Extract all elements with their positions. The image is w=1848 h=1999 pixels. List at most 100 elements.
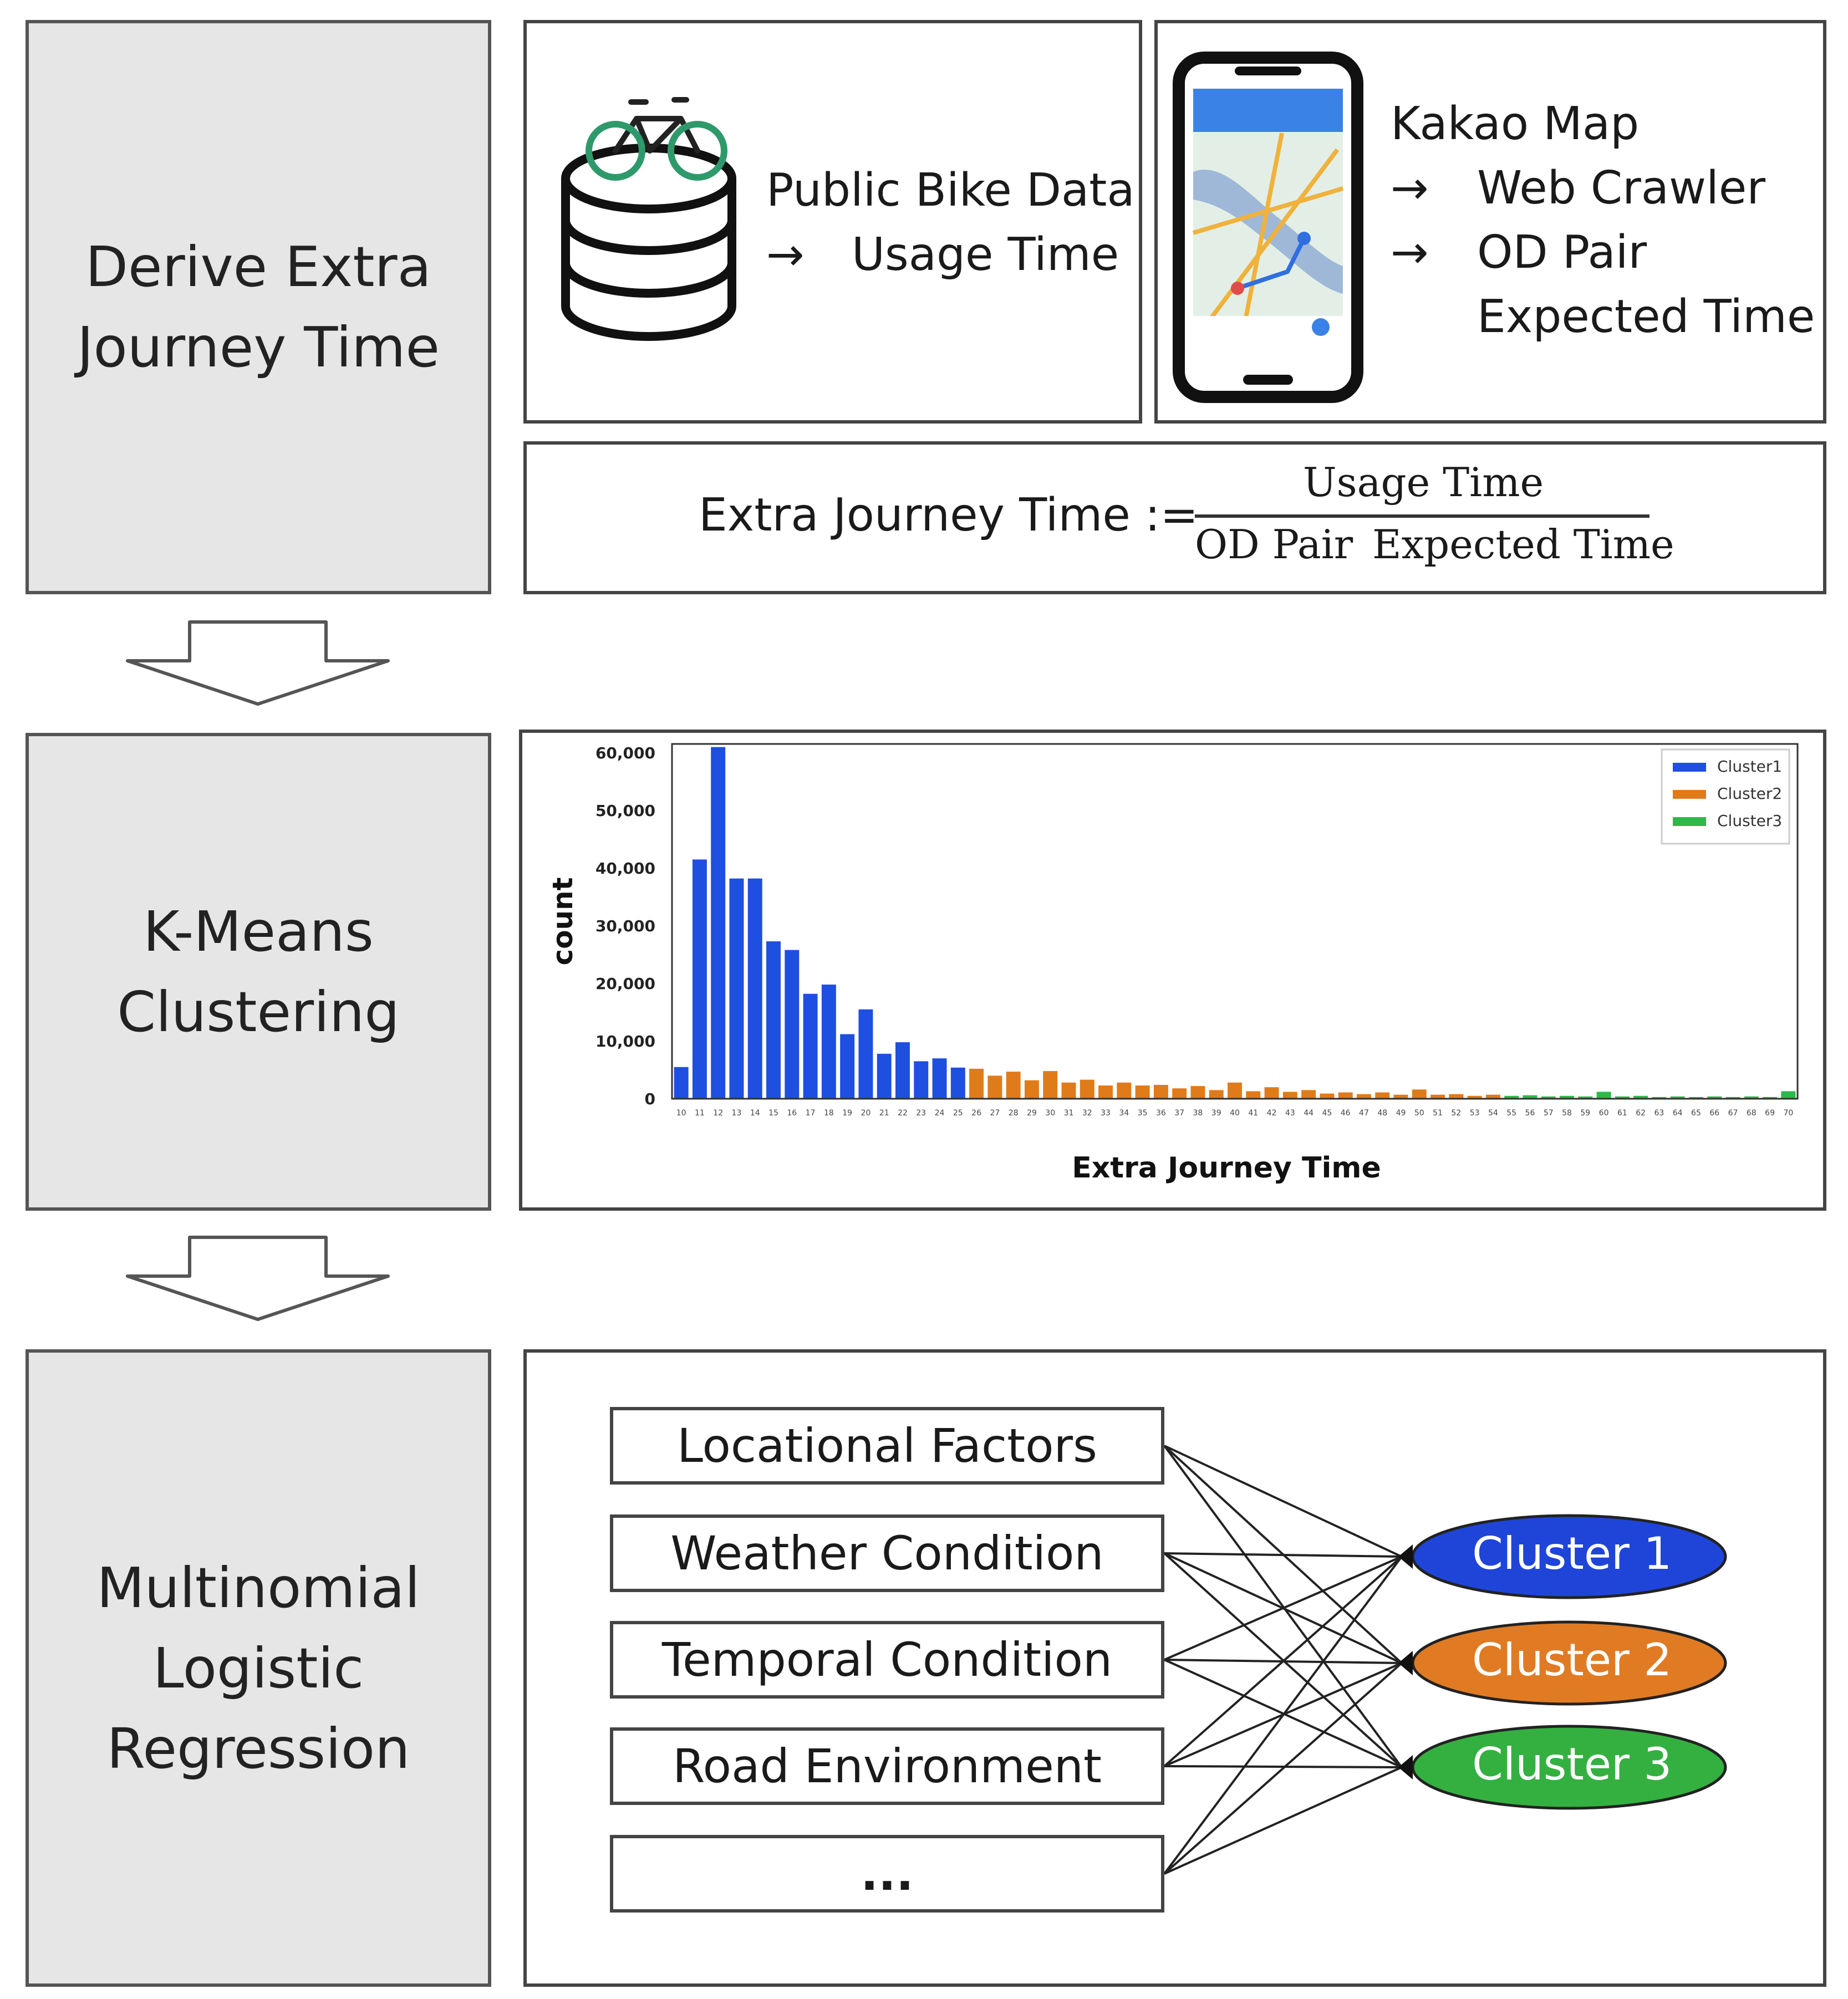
x-tick-label: 52: [1451, 1109, 1461, 1118]
x-tick-label: 37: [1174, 1109, 1184, 1118]
x-tick-label: 31: [1064, 1109, 1074, 1118]
histogram-bar: [1393, 1094, 1408, 1099]
histogram-bar: [950, 1067, 965, 1099]
histogram-bar: [1744, 1096, 1759, 1099]
histogram-bar: [1652, 1097, 1667, 1099]
x-tick-label: 10: [676, 1109, 686, 1118]
x-tick-label: 45: [1322, 1109, 1332, 1118]
x-tick-label: 53: [1470, 1109, 1480, 1118]
x-tick-label: 43: [1285, 1109, 1295, 1118]
legend-cluster2: Cluster2: [1717, 784, 1782, 803]
connection-line: [1164, 1445, 1402, 1558]
x-tick-label: 35: [1138, 1109, 1148, 1118]
x-tick-label: 57: [1544, 1109, 1554, 1118]
histogram-bar: [1320, 1093, 1335, 1099]
histogram-bar: [1412, 1089, 1427, 1099]
x-tick-label: 49: [1396, 1109, 1406, 1118]
histogram-bar: [1301, 1090, 1316, 1099]
step-kmeans-clustering: K-Means Clustering: [26, 733, 491, 1211]
y-tick-label: 30,000: [595, 917, 655, 935]
histogram-bar: [1043, 1071, 1058, 1099]
x-tick-label: 30: [1045, 1109, 1055, 1118]
x-tick-label: 33: [1101, 1109, 1111, 1118]
histogram-bar: [858, 1009, 873, 1099]
x-tick-label: 19: [842, 1109, 852, 1118]
feature-more: ...: [610, 1835, 1164, 1913]
histogram-bar: [1098, 1085, 1113, 1099]
histogram-bar: [1117, 1082, 1132, 1099]
histogram-bar: [1725, 1097, 1740, 1099]
histogram-bar: [1282, 1092, 1297, 1099]
formula-panel: Extra Journey Time := Usage Time OD Pair…: [523, 441, 1826, 594]
histogram-bar: [1615, 1096, 1630, 1099]
histogram-bar: [877, 1053, 892, 1099]
step-line: Regression: [106, 1716, 410, 1781]
x-axis-label: Extra Journey Time: [1072, 1151, 1381, 1185]
histogram-bar: [1246, 1091, 1261, 1099]
histogram-bar: [914, 1061, 929, 1099]
down-arrow-icon: [126, 620, 390, 706]
histogram-bar: [1135, 1085, 1150, 1099]
histogram-bar: [1578, 1096, 1593, 1099]
histogram-bar: [840, 1034, 855, 1099]
histogram-bar: [1153, 1085, 1168, 1099]
x-tick-label: 23: [916, 1109, 926, 1118]
expected-time-label: Expected Time: [1477, 290, 1815, 343]
histogram-bar: [932, 1058, 947, 1099]
map-arrow-icon: →: [1391, 162, 1429, 215]
formula-numerator: Usage Time: [1303, 459, 1544, 506]
x-tick-label: 54: [1488, 1109, 1498, 1118]
histogram-bar: [821, 985, 836, 1099]
histogram-bar: [1375, 1092, 1390, 1099]
x-tick-label: 50: [1414, 1109, 1424, 1118]
formula-denominator-od: OD Pair: [1195, 521, 1353, 568]
formula-lhs: Extra Journey Time :=: [699, 489, 1199, 542]
x-tick-label: 58: [1562, 1109, 1572, 1118]
usage-time-label: Usage Time: [852, 228, 1119, 281]
arrowhead-icon: [1398, 1544, 1413, 1569]
x-tick-label: 25: [953, 1109, 963, 1118]
legend-cluster1: Cluster1: [1717, 757, 1782, 776]
x-tick-label: 15: [768, 1109, 778, 1118]
histogram-bar: [747, 878, 762, 1099]
histogram-bar: [1763, 1097, 1778, 1099]
x-tick-label: 14: [750, 1109, 760, 1118]
cluster-1-label: Cluster 1: [1472, 1528, 1672, 1579]
x-tick-label: 66: [1709, 1109, 1719, 1118]
arrowhead-icon: [1398, 1755, 1413, 1779]
step-line: Logistic: [152, 1635, 364, 1701]
step-line: K-Means: [143, 899, 374, 964]
feature-locational-factors: Locational Factors: [610, 1407, 1164, 1485]
histogram-bar: [1080, 1079, 1094, 1099]
connection-line: [1163, 1662, 1403, 1875]
histogram-bar: [1209, 1090, 1224, 1099]
histogram-bar: [1024, 1080, 1039, 1099]
histogram-bar: [1228, 1082, 1242, 1099]
connection-line: [1163, 1556, 1403, 1767]
connection-line: [1163, 1556, 1403, 1875]
histogram-bar: [1430, 1094, 1445, 1099]
down-arrow-icon: [126, 1236, 390, 1321]
step-derive-extra-journey-time: Derive Extra Journey Time: [26, 20, 491, 594]
x-tick-label: 11: [695, 1109, 705, 1118]
feature-temporal-condition: Temporal Condition: [610, 1621, 1164, 1699]
histogram-bar: [785, 950, 800, 1099]
x-tick-label: 32: [1082, 1109, 1092, 1118]
kakao-map-panel: Kakao Map → Web Crawler → OD Pair Expect…: [1154, 20, 1826, 424]
formula-denominator-expected: Expected Time: [1372, 521, 1674, 568]
x-tick-label: 24: [935, 1109, 945, 1118]
chart-legend: Cluster1 Cluster2 Cluster3: [1661, 748, 1790, 845]
od-pair-label: OD Pair: [1477, 226, 1647, 279]
histogram-bar: [1449, 1094, 1464, 1099]
x-tick-label: 42: [1267, 1109, 1277, 1118]
connection-line: [1164, 1766, 1402, 1875]
step-line: Clustering: [117, 980, 400, 1044]
histogram-bar: [1264, 1087, 1279, 1099]
x-tick-label: 51: [1433, 1109, 1443, 1118]
x-tick-label: 69: [1765, 1109, 1775, 1118]
x-tick-label: 47: [1359, 1109, 1369, 1118]
feature-road-environment: Road Environment: [610, 1727, 1164, 1805]
histogram-bar: [692, 859, 707, 1099]
histogram-bar: [766, 941, 781, 1099]
